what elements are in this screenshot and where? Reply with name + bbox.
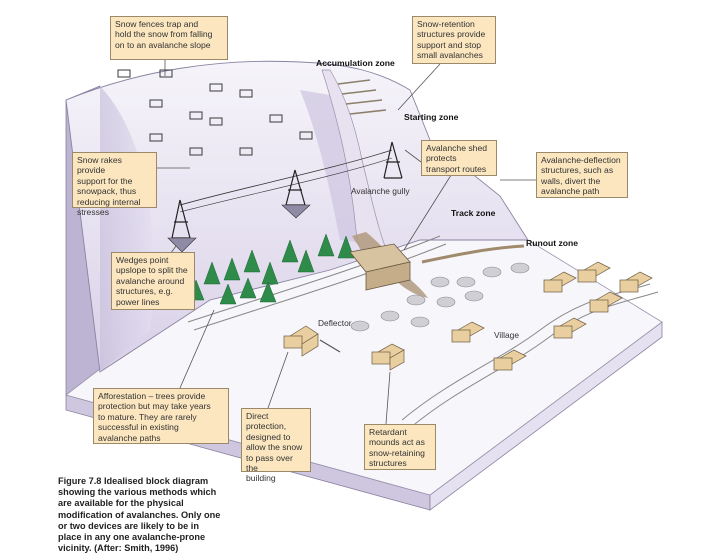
- snow-retention-structures: [337, 79, 387, 115]
- deflection-wall: [421, 244, 525, 264]
- deflector: [319, 339, 341, 353]
- zone-runout: Runout zone: [526, 238, 579, 248]
- avalanche-shed: [349, 243, 411, 291]
- zone-track: Track zone: [451, 208, 496, 218]
- label-village: Village: [494, 330, 519, 340]
- callout-deflection: Avalanche-deflection structures, such as…: [536, 152, 628, 198]
- callout-snow-retention: Snow-retention structures provide suppor…: [412, 16, 496, 64]
- roads: [187, 235, 659, 429]
- callout-retardant: Retardant mounds act as snow-retaining s…: [364, 424, 436, 470]
- figure-caption: Figure 7.8 Idealised block diagram showi…: [58, 476, 221, 554]
- zone-starting: Starting zone: [404, 112, 459, 122]
- callout-avalanche-shed: Avalanche shed protects transport routes: [421, 140, 497, 176]
- zone-accumulation: Accumulation zone: [316, 58, 395, 68]
- label-deflector: Deflector: [318, 318, 352, 328]
- houses: [283, 261, 653, 371]
- leader-lines: [153, 60, 536, 425]
- callout-snow-fences: Snow fences trap and hold the snow from …: [110, 16, 228, 60]
- callout-direct-protection: Direct protection, designed to allow the…: [241, 408, 311, 483]
- wedge-structure: [167, 237, 197, 253]
- retardant-mounds: [350, 262, 530, 332]
- power-line: [167, 141, 403, 253]
- forest: [187, 233, 355, 305]
- callout-snow-rakes: Snow rakes provide support for the snowp…: [72, 152, 157, 217]
- label-avalanche-gully: Avalanche gully: [351, 186, 410, 196]
- callout-wedges: Wedges point upslope to split the avalan…: [111, 252, 195, 310]
- snow-fences: [117, 69, 313, 156]
- callout-afforestation: Afforestation – trees provide protection…: [93, 388, 229, 444]
